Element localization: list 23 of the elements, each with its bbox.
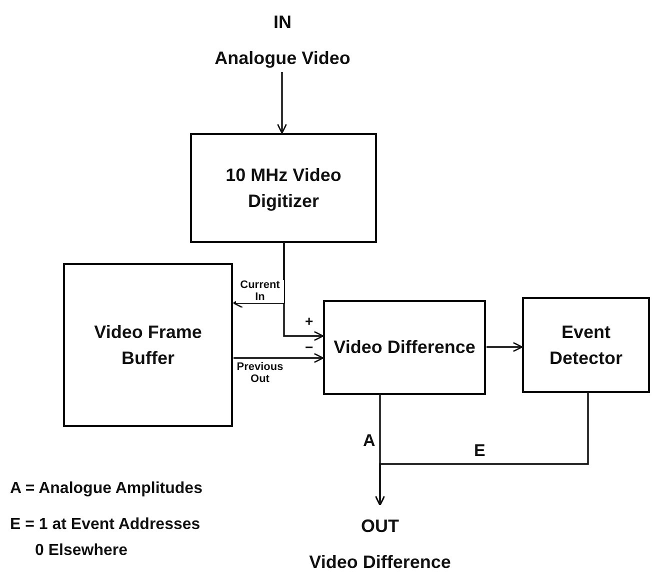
arrow	[276, 72, 288, 134]
polarity-sign: +	[305, 314, 314, 328]
arrow	[234, 352, 324, 364]
arrow	[486, 342, 523, 352]
box-label: 10 MHz Video Digitizer	[224, 164, 342, 213]
terminal-label: OUT	[360, 517, 400, 535]
process-box	[522, 297, 650, 393]
terminal-label: IN	[272, 13, 292, 31]
box-label: Video Difference	[332, 336, 476, 360]
process-box	[190, 133, 377, 243]
legend-note: E = 1 at Event Addresses 0 Elsewhere	[10, 515, 202, 561]
polarity-sign: −	[305, 340, 314, 354]
edge-label: Previous Out	[236, 362, 284, 386]
edge-label: Current In	[236, 280, 284, 304]
signal-label: Video Difference	[308, 553, 452, 571]
process-box	[63, 263, 233, 427]
signal-label: Analogue Video	[214, 49, 352, 67]
arrow	[374, 393, 589, 506]
legend-note: A = Analogue Amplitudes	[10, 479, 202, 499]
arrow	[283, 243, 324, 342]
process-box	[323, 300, 486, 395]
box-label: Video Frame Buffer	[93, 320, 203, 370]
box-label: Event Detector	[548, 320, 624, 370]
